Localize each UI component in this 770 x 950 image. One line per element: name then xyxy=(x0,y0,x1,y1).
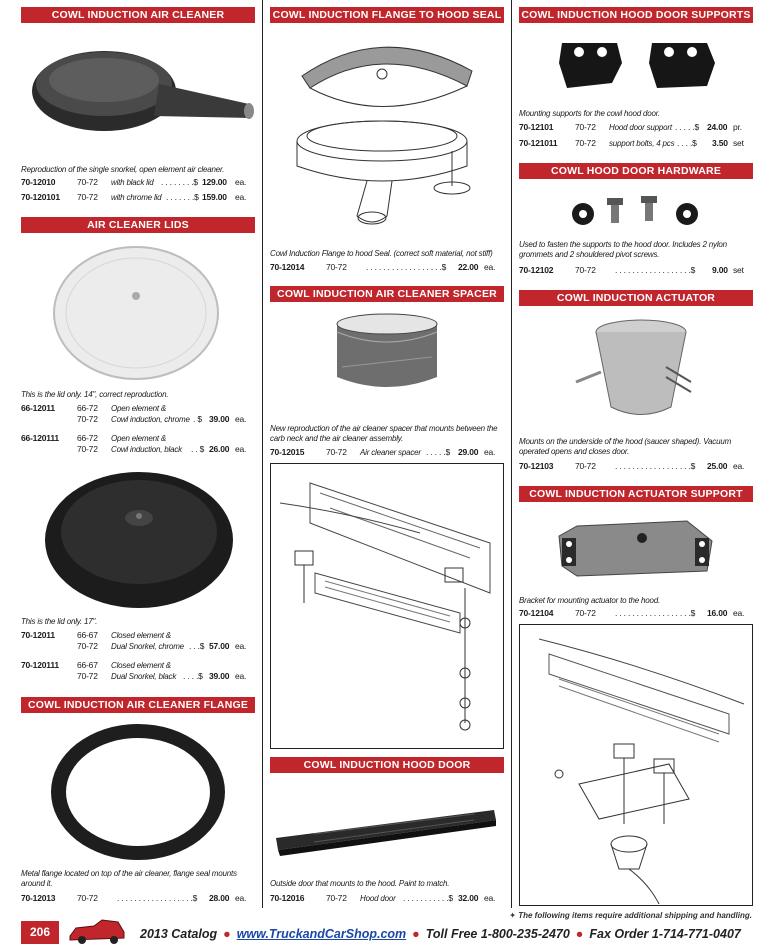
hood-door-photo xyxy=(276,810,496,856)
column-divider-2 xyxy=(511,0,512,908)
supports-description: Mounting supports for the cowl hood door… xyxy=(519,109,660,118)
spacer-description: New reproduction of the air cleaner spac… xyxy=(270,424,498,443)
website-link[interactable]: www.TruckandCarShop.com xyxy=(236,927,407,941)
lid-17-description: This is the lid only. 17". xyxy=(21,617,98,626)
black-lid-photo xyxy=(45,472,233,608)
catalog-year: 2013 Catalog xyxy=(140,927,218,941)
flange-photo xyxy=(51,724,225,860)
page-footer: ✦ The following items require additional… xyxy=(0,908,770,950)
header-air-cleaner: COWL INDUCTION AIR CLEANER xyxy=(21,7,255,23)
header-actuator-support: COWL INDUCTION ACTUATOR SUPPORT xyxy=(519,486,753,502)
clear-lid-photo xyxy=(53,246,219,380)
spacer-photo xyxy=(336,313,438,387)
fax-number: Fax Order 1-714-771-0407 xyxy=(589,927,741,941)
hood-door-description: Outside door that mounts to the hood. Pa… xyxy=(270,879,450,888)
hood-seal-diagram xyxy=(296,46,473,225)
header-flange-to-hood-seal: COWL INDUCTION FLANGE TO HOOD SEAL xyxy=(270,7,504,23)
page-number: 206 xyxy=(21,921,59,944)
air-cleaner-description: Reproduction of the single snorkel, open… xyxy=(21,165,225,174)
hardware-photo xyxy=(572,196,698,225)
truck-logo-icon xyxy=(69,919,125,944)
toll-free-number: Toll Free 1-800-235-2470 xyxy=(425,927,570,941)
actuator-photo xyxy=(575,319,692,415)
column-1: COWL INDUCTION AIR CLEANER Reproduction … xyxy=(21,0,255,908)
hood-assembly-diagram xyxy=(270,463,504,749)
actuator-install-diagram xyxy=(519,624,753,906)
air-cleaner-photo xyxy=(32,51,254,131)
actuator-support-description: Bracket for mounting actuator to the hoo… xyxy=(519,596,661,605)
header-hood-door-hardware: COWL HOOD DOOR HARDWARE xyxy=(519,163,753,179)
header-air-cleaner-spacer: COWL INDUCTION AIR CLEANER SPACER xyxy=(270,286,504,302)
flange-description: Metal flange located on top of the air c… xyxy=(21,869,237,888)
hood-seal-description: Cowl Induction Flange to hood Seal. (cor… xyxy=(270,249,493,258)
column-divider-1 xyxy=(262,0,263,908)
header-hood-door-supports: COWL INDUCTION HOOD DOOR SUPPORTS xyxy=(519,7,753,23)
footer-contact-line: 2013 Catalog●www.TruckandCarShop.com●Tol… xyxy=(140,927,741,941)
hardware-description: Used to fasten the supports to the hood … xyxy=(519,240,727,259)
header-air-cleaner-flange: COWL INDUCTION AIR CLEANER FLANGE xyxy=(21,697,255,713)
lid-14-description: This is the lid only. 14", correct repro… xyxy=(21,390,169,399)
column-3: COWL INDUCTION HOOD DOOR SUPPORTS Mounti… xyxy=(519,0,753,908)
column-2: COWL INDUCTION FLANGE TO HOOD SEAL Cowl … xyxy=(270,0,504,908)
actuator-description: Mounts on the underside of the hood (sau… xyxy=(519,437,732,456)
actuator-support-photo xyxy=(558,520,713,577)
hood-door-supports-photo xyxy=(559,43,715,88)
header-actuator: COWL INDUCTION ACTUATOR xyxy=(519,290,753,306)
shipping-note: ✦ The following items require additional… xyxy=(509,911,752,920)
header-air-cleaner-lids: AIR CLEANER LIDS xyxy=(21,217,255,233)
header-hood-door: COWL INDUCTION HOOD DOOR xyxy=(270,757,504,773)
